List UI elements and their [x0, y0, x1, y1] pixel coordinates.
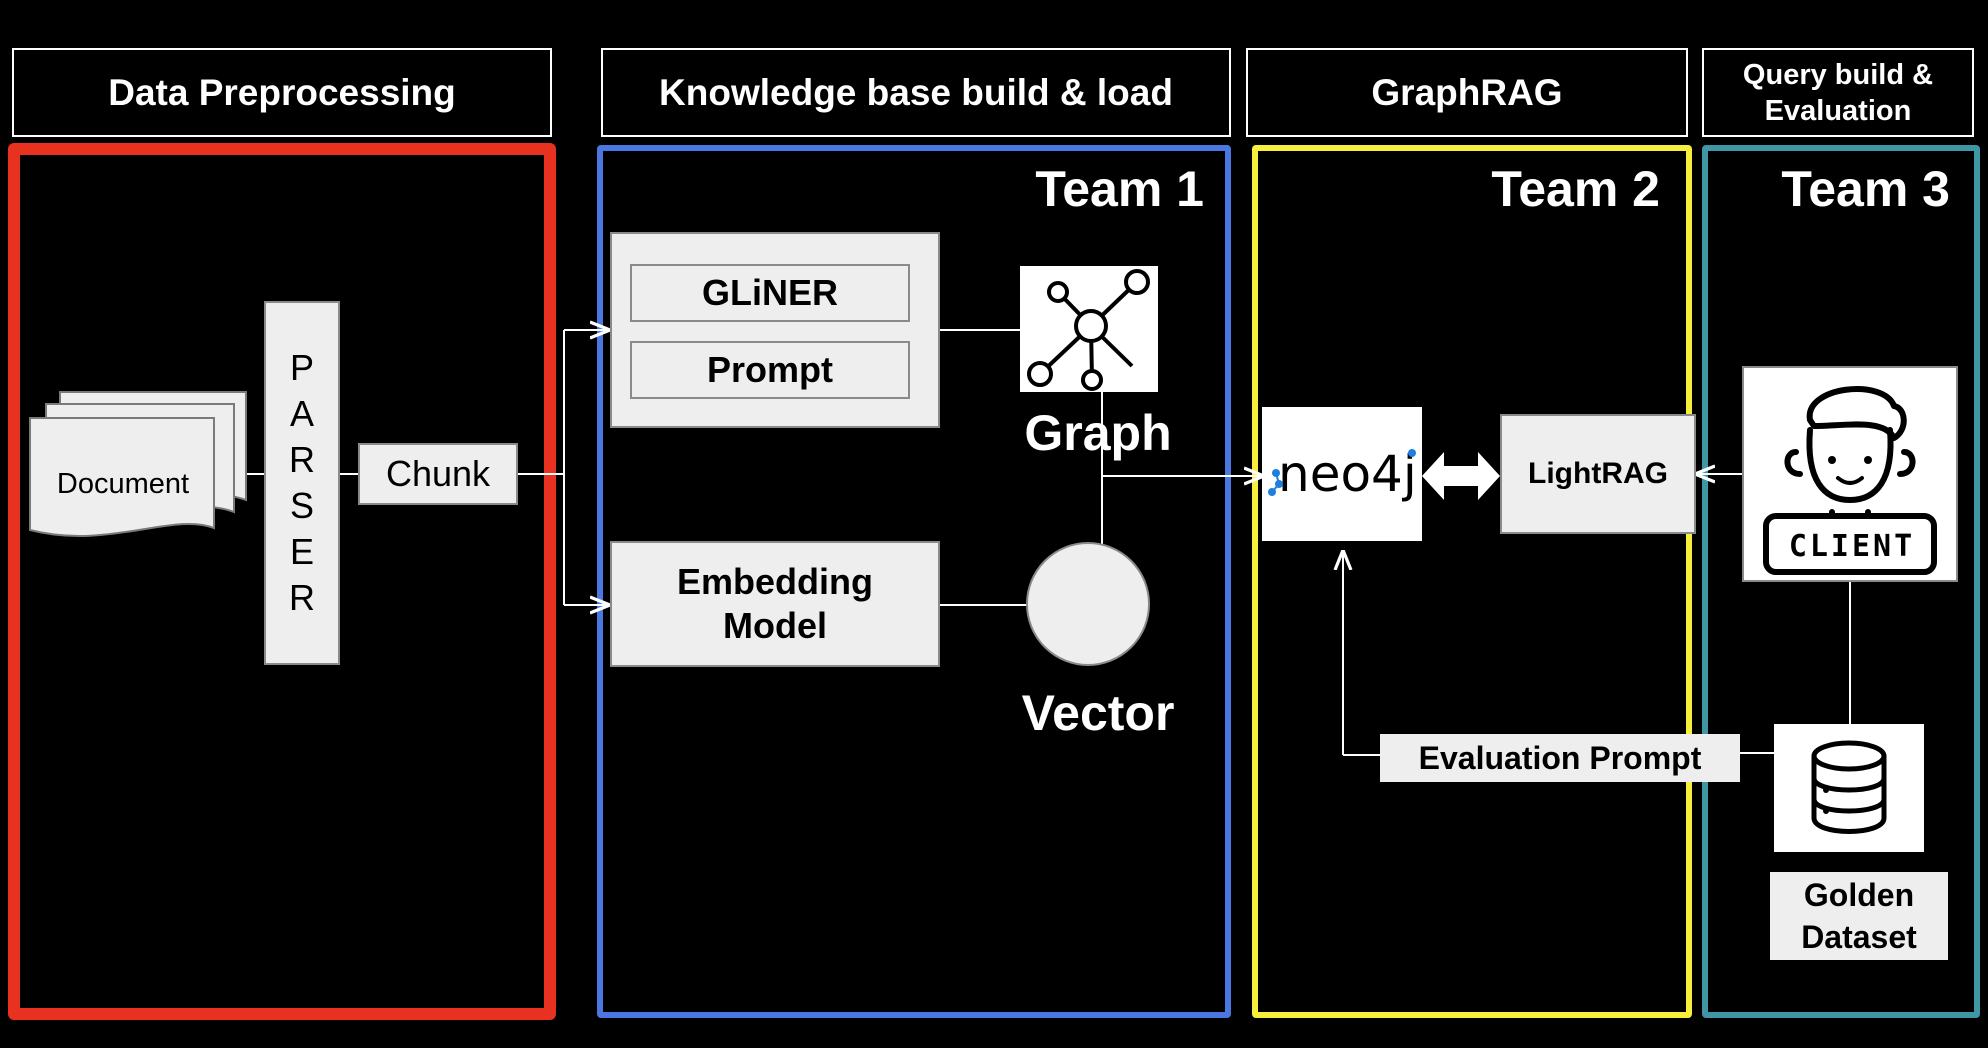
- client-label: CLIENT: [1788, 528, 1916, 564]
- header-label: Knowledge base build & load: [659, 71, 1173, 113]
- team-3-label: Team 3: [1781, 161, 1950, 217]
- gliner-label: GLiNER: [701, 272, 838, 313]
- chunk-box: Chunk: [358, 443, 518, 505]
- parser-letter: S: [289, 485, 314, 526]
- header-query-evaluation: Query build & Evaluation: [1702, 48, 1974, 137]
- header-label-line1: Query build &: [1742, 58, 1934, 91]
- panel-data-preprocessing: [8, 143, 556, 1020]
- evaluation-prompt-label: Evaluation Prompt: [1418, 739, 1702, 776]
- embedding-label-line1: Embedding: [677, 561, 873, 602]
- vector-circle-icon: [1026, 542, 1150, 666]
- embedding-label-line2: Model: [723, 605, 827, 646]
- lightrag-label: LightRAG: [1528, 457, 1668, 490]
- graph-network-icon: [1020, 266, 1158, 392]
- team-2-label: Team 2: [1491, 161, 1660, 217]
- database-drawing: [1811, 740, 1887, 834]
- header-data-preprocessing: Data Preprocessing: [12, 48, 552, 137]
- client-drawing: [1763, 386, 1937, 575]
- vector-label-backdrop: [1150, 686, 1224, 748]
- bidirectional-arrow-icon: [1422, 452, 1500, 500]
- golden-dataset-box: Golden Dataset: [1770, 872, 1948, 960]
- lightrag-box: LightRAG: [1500, 414, 1696, 534]
- header-knowledge-base: Knowledge base build & load: [601, 48, 1231, 137]
- prompt-box: Prompt: [630, 341, 910, 399]
- panel-query-evaluation: [1702, 145, 1980, 1018]
- parser-letter: R: [289, 439, 315, 480]
- graph-network-drawing: [1027, 269, 1150, 391]
- database-icon: [1774, 724, 1924, 852]
- svg-text:neo4j: neo4j: [1278, 445, 1417, 503]
- neo4j-logo: neo4j: [1262, 407, 1422, 541]
- evaluation-prompt-box: Evaluation Prompt: [1380, 734, 1740, 782]
- prompt-label: Prompt: [707, 349, 833, 390]
- golden-label-line2: Dataset: [1801, 919, 1917, 955]
- client-person-icon: CLIENT: [1742, 366, 1958, 582]
- vector-label: Vector: [1021, 685, 1175, 741]
- parser-letter: R: [289, 577, 315, 618]
- panel-knowledge-base: [597, 145, 1231, 1018]
- neo4j-wordmark: neo4j: [1268, 445, 1417, 503]
- document-stack-icon: [29, 391, 247, 537]
- parser-box: P A R S E R: [264, 301, 340, 665]
- embedding-model-box: Embedding Model: [610, 541, 940, 667]
- graph-label: Graph: [1024, 405, 1172, 461]
- header-label: GraphRAG: [1371, 71, 1563, 113]
- header-label-line2: Evaluation: [1764, 94, 1912, 127]
- graph-label-backdrop: [1150, 402, 1224, 464]
- chunk-label: Chunk: [385, 453, 491, 494]
- parser-letter: E: [289, 531, 314, 572]
- golden-label-line1: Golden: [1803, 877, 1915, 913]
- gliner-box: GLiNER: [630, 264, 910, 322]
- panel-graphrag: [1252, 145, 1692, 1018]
- parser-letter: P: [289, 347, 314, 388]
- team-1-label: Team 1: [1035, 161, 1204, 217]
- document-label: Document: [56, 468, 190, 500]
- header-label: Data Preprocessing: [108, 71, 456, 113]
- header-graphrag: GraphRAG: [1246, 48, 1688, 137]
- parser-letter: A: [289, 393, 314, 434]
